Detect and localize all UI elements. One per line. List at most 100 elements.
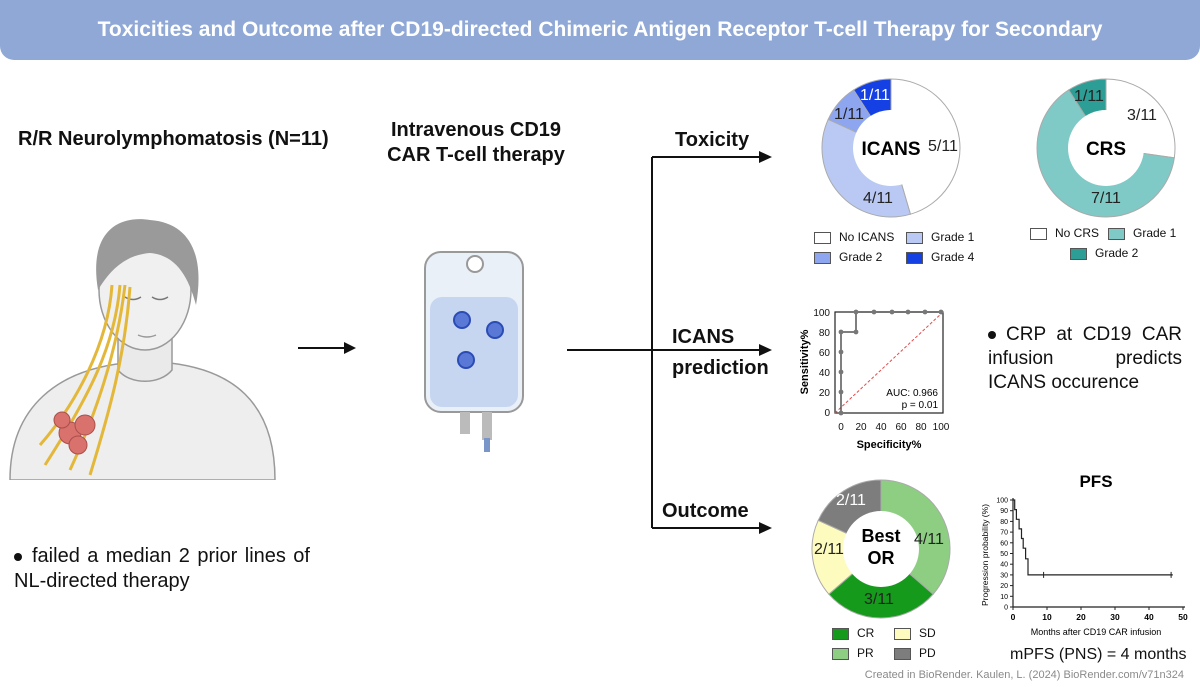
roc-ytick: 60 bbox=[819, 348, 831, 359]
legend-label: CR bbox=[857, 626, 875, 640]
roc-ytick: 20 bbox=[819, 388, 831, 399]
pfs-ytick-label: 20 bbox=[1000, 583, 1008, 590]
legend-label: Grade 1 bbox=[1133, 226, 1177, 240]
branch-icans-prediction-line1: ICANS bbox=[672, 326, 735, 348]
legend-item: SD bbox=[894, 626, 936, 640]
pfs-note: mPFS (PNS) = 4 months bbox=[1010, 646, 1187, 663]
patient-bullet: failed a median 2 prior lines of NL-dire… bbox=[14, 544, 310, 594]
legend-swatch bbox=[1108, 227, 1125, 240]
legend-label: PD bbox=[919, 646, 936, 660]
pfs-ytick-label: 50 bbox=[1000, 551, 1008, 558]
therapy-heading: Intravenous CD19 CAR T-cell therapy bbox=[356, 118, 596, 168]
legend-item: PR bbox=[832, 646, 894, 660]
roc-chart: 0 20 40 60 80 100 0 20 40 60 80 100 Spec… bbox=[799, 308, 950, 451]
roc-ytick: 80 bbox=[819, 328, 831, 339]
or-donut-center-line2: OR bbox=[868, 548, 895, 568]
legend-label: Grade 2 bbox=[1095, 246, 1139, 260]
pfs-ytick-label: 40 bbox=[1000, 562, 1008, 569]
roc-p-value: p = 0.01 bbox=[902, 400, 939, 411]
icans-donut: ICANS 5/11 4/11 1/11 1/11 bbox=[821, 78, 961, 218]
legend-item: PD bbox=[894, 646, 936, 660]
pfs-xtick-label: 30 bbox=[1110, 612, 1120, 622]
therapy-heading-line2: CAR T-cell therapy bbox=[387, 144, 565, 166]
page-title: Toxicities and Outcome after CD19-direct… bbox=[97, 18, 1103, 101]
legend-swatch bbox=[1030, 227, 1047, 240]
patient-bullet-text: failed a median 2 prior lines of NL-dire… bbox=[14, 545, 310, 592]
or-slice-label: 2/11 bbox=[814, 541, 844, 558]
roc-xtick: 40 bbox=[875, 422, 887, 433]
icans-slice-label: 5/11 bbox=[928, 138, 958, 155]
pfs-xtick-label: 40 bbox=[1144, 612, 1154, 622]
or-slice-label: 4/11 bbox=[914, 531, 944, 548]
legend-item: Grade 1 bbox=[1108, 226, 1176, 240]
legend-swatch bbox=[906, 251, 923, 264]
title-banner bbox=[0, 0, 1200, 60]
pfs-ylabel: Progression probability (%) bbox=[980, 504, 990, 606]
legend-item: Grade 2 bbox=[1030, 246, 1200, 260]
legend-swatch bbox=[832, 627, 849, 640]
or-slice-label: 2/11 bbox=[836, 492, 866, 509]
pfs-ytick-label: 10 bbox=[1000, 594, 1008, 601]
legend-item: Grade 2 bbox=[814, 250, 906, 264]
branch-toxicity: Toxicity bbox=[675, 129, 750, 151]
legend-swatch bbox=[906, 231, 923, 244]
pfs-xlabel: Months after CD19 CAR infusion bbox=[1031, 627, 1162, 637]
pfs-xtick-label: 50 bbox=[1178, 612, 1188, 622]
crs-donut: CRS 3/11 7/11 1/11 bbox=[1036, 78, 1176, 218]
icans-slice-label: 4/11 bbox=[863, 190, 893, 207]
icans-slice-label: 1/11 bbox=[834, 106, 864, 123]
legend-label: No CRS bbox=[1055, 226, 1100, 240]
or-donut-center-line1: Best bbox=[861, 526, 900, 546]
legend-item: Grade 4 bbox=[906, 250, 974, 264]
icans-donut-center: ICANS bbox=[861, 139, 920, 160]
icans-slice-label: 1/11 bbox=[860, 87, 890, 104]
roc-ytick: 100 bbox=[813, 308, 830, 319]
legend-swatch bbox=[894, 647, 911, 660]
crs-legend: No CRS Grade 1 Grade 2 bbox=[1030, 226, 1200, 260]
legend-label: Grade 2 bbox=[839, 250, 883, 264]
roc-ytick: 0 bbox=[824, 408, 830, 419]
pfs-curve bbox=[1013, 499, 1173, 576]
therapy-heading-line1: Intravenous CD19 bbox=[390, 119, 562, 141]
crs-donut-center: CRS bbox=[1086, 139, 1126, 160]
branch-connectors bbox=[567, 151, 772, 534]
legend-item: Grade 1 bbox=[906, 230, 974, 244]
roc-auc: AUC: 0.966 bbox=[886, 388, 938, 399]
pfs-xtick-label: 20 bbox=[1076, 612, 1086, 622]
roc-xlabel: Specificity% bbox=[857, 439, 922, 451]
arrow-to-therapy bbox=[298, 342, 356, 354]
pfs-ytick-label: 100 bbox=[996, 498, 1008, 505]
legend-swatch bbox=[814, 251, 831, 264]
pfs-xtick-label: 10 bbox=[1042, 612, 1052, 622]
or-legend: CR SD PR PD bbox=[832, 626, 992, 660]
pfs-ytick-label: 30 bbox=[1000, 572, 1008, 579]
roc-xtick: 20 bbox=[855, 422, 867, 433]
patient-heading: R/R Neurolymphomatosis (N=11) bbox=[18, 128, 329, 150]
patient-illustration bbox=[9, 219, 276, 480]
legend-label: PR bbox=[857, 646, 874, 660]
crs-slice-label: 1/11 bbox=[1074, 88, 1104, 105]
roc-ytick: 40 bbox=[819, 368, 831, 379]
crs-slice-label: 3/11 bbox=[1127, 107, 1157, 124]
roc-ylabel: Sensitivity% bbox=[799, 329, 811, 394]
roc-xtick: 60 bbox=[895, 422, 907, 433]
legend-swatch bbox=[814, 231, 831, 244]
branch-icans-prediction: ICANS prediction bbox=[672, 322, 769, 384]
roc-note: CRP at CD19 CAR infusion predicts ICANS … bbox=[988, 323, 1182, 395]
roc-note-text: CRP at CD19 CAR infusion predicts ICANS … bbox=[988, 324, 1182, 393]
legend-swatch bbox=[1070, 247, 1087, 260]
iv-bag-illustration bbox=[424, 251, 524, 452]
legend-label: No ICANS bbox=[839, 230, 895, 244]
legend-item: No ICANS bbox=[814, 230, 906, 244]
or-slice-label: 3/11 bbox=[864, 591, 894, 608]
roc-xtick: 80 bbox=[915, 422, 927, 433]
legend-item: CR bbox=[832, 626, 894, 640]
pfs-ytick-label: 70 bbox=[1000, 530, 1008, 537]
footer-credit: Created in BioRender. Kaulen, L. (2024) … bbox=[864, 669, 1184, 681]
branch-outcome: Outcome bbox=[662, 500, 749, 522]
roc-xtick: 100 bbox=[933, 422, 950, 433]
legend-swatch bbox=[894, 627, 911, 640]
pfs-xtick-label: 0 bbox=[1011, 612, 1016, 622]
legend-label: SD bbox=[919, 626, 936, 640]
